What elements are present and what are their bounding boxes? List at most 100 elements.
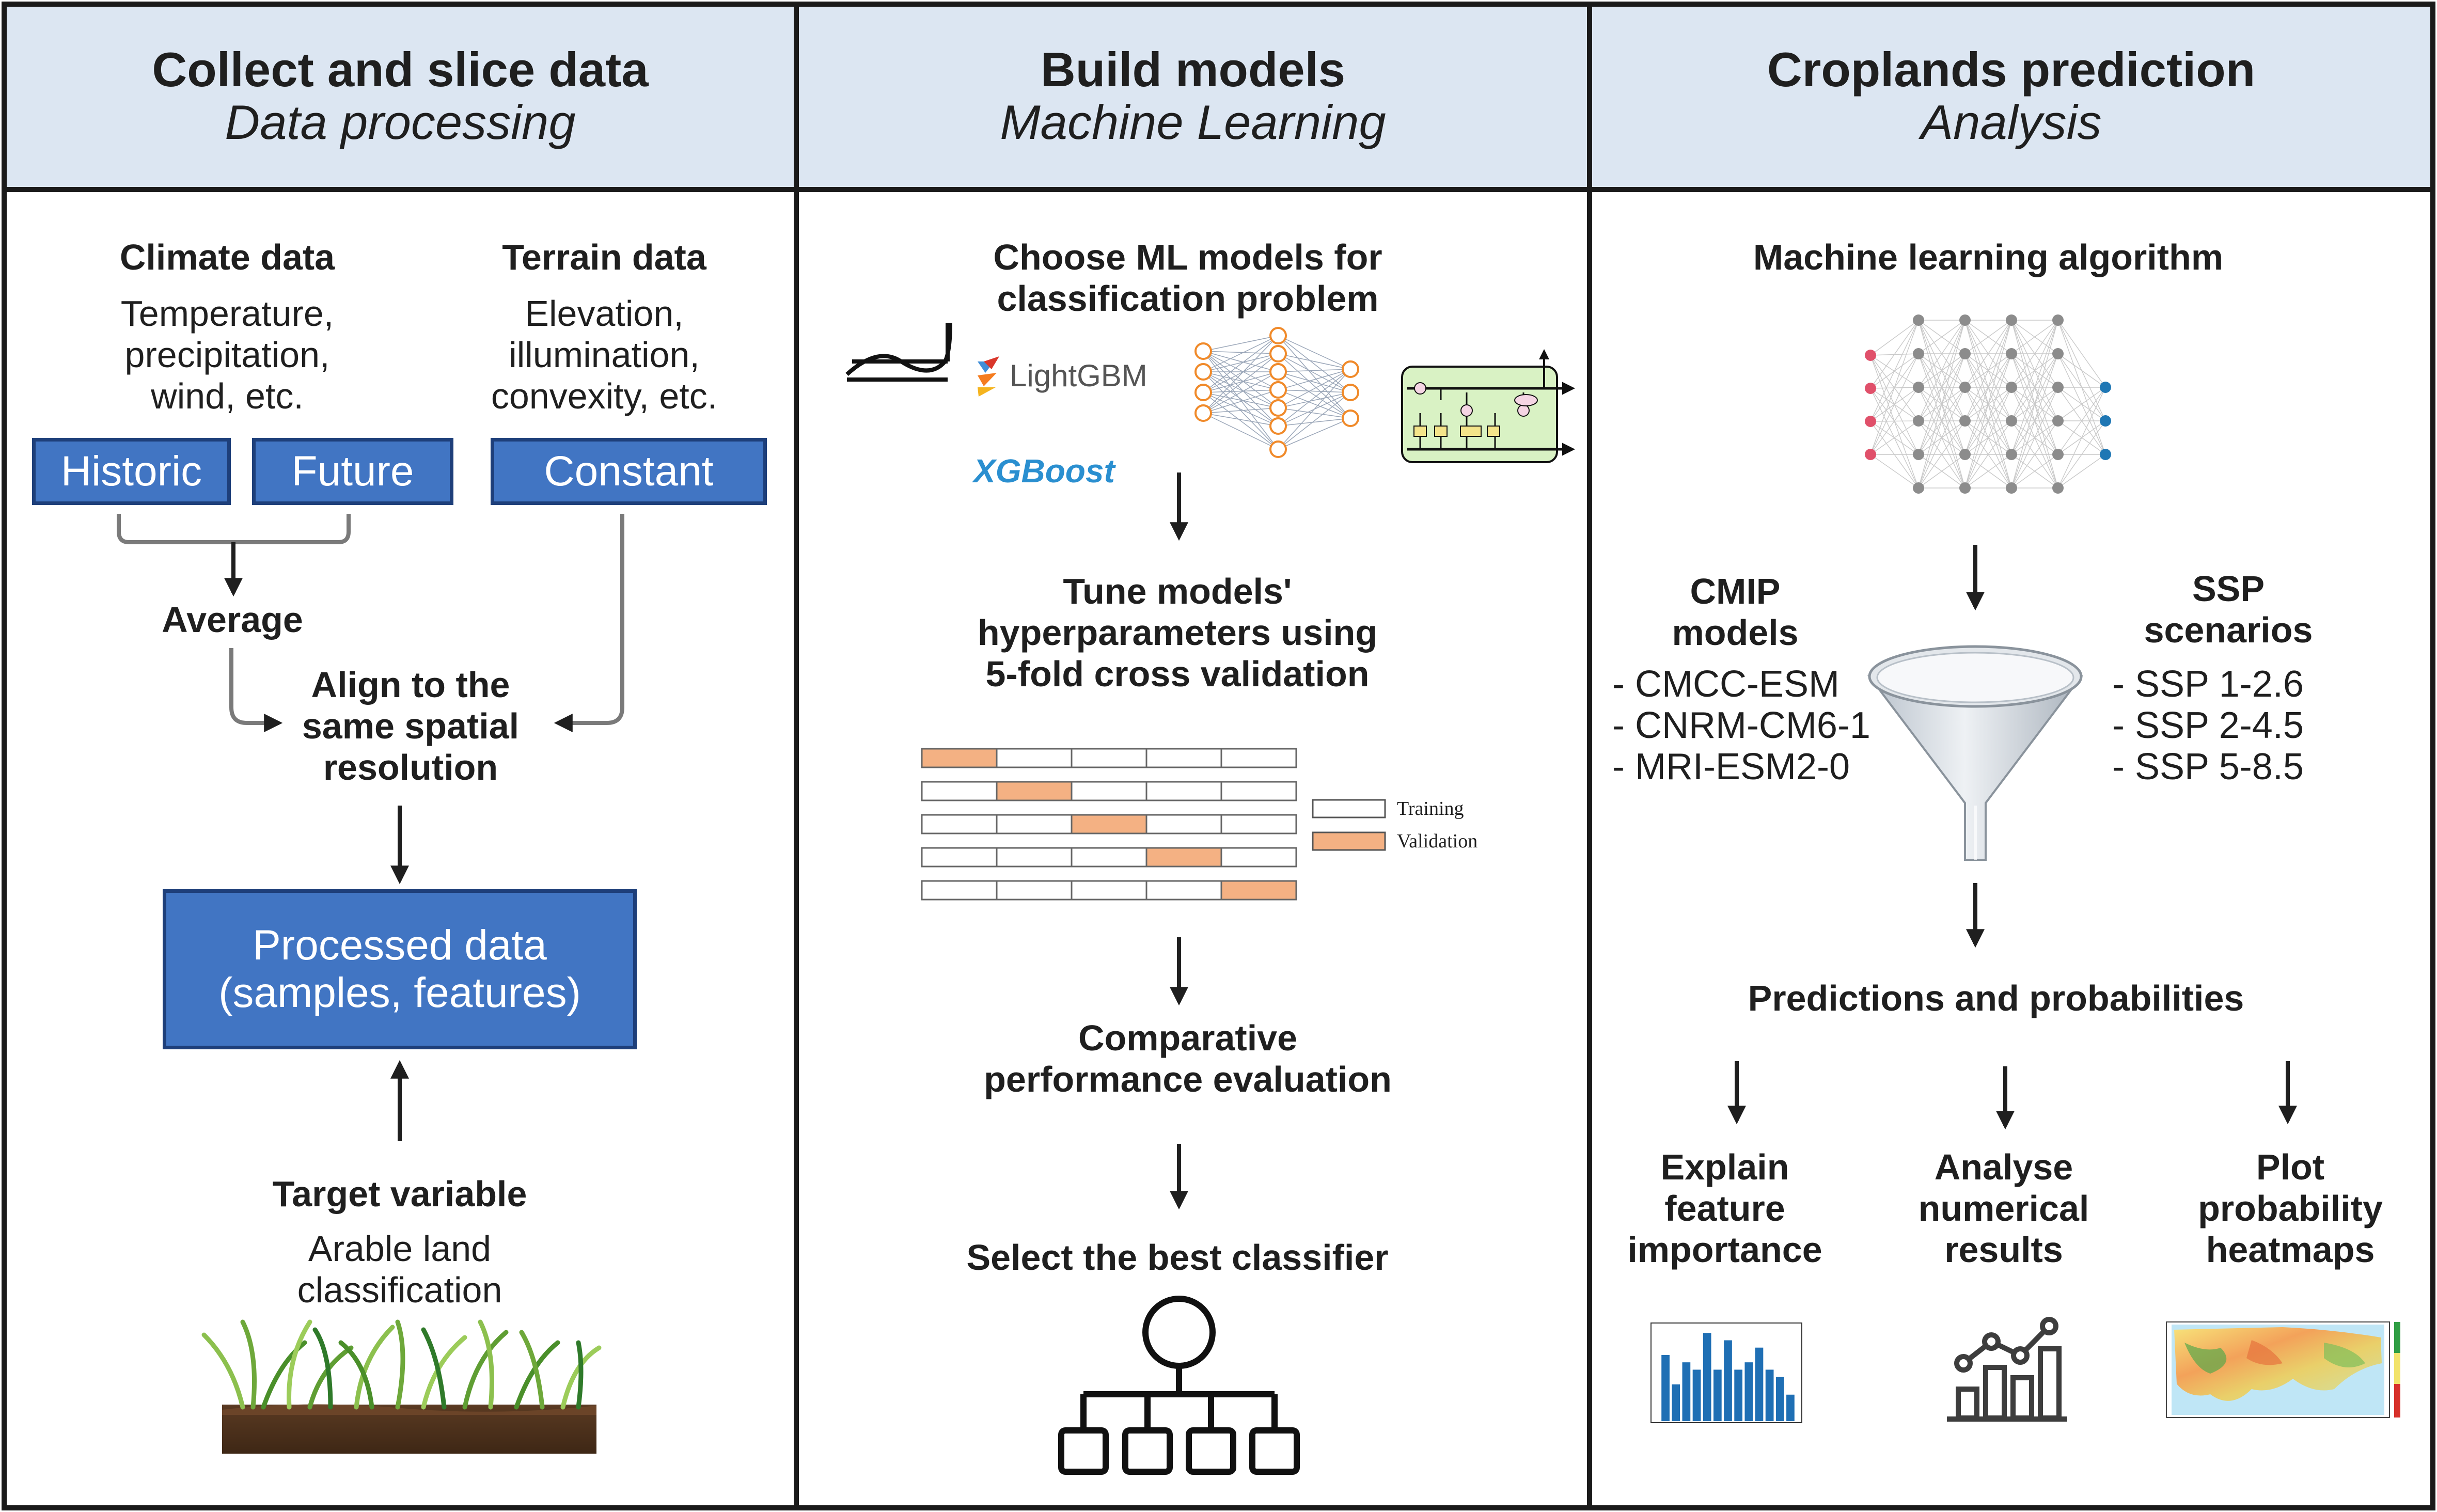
target-line-1: Arable land: [308, 1228, 492, 1269]
nn-edge: [1203, 392, 1279, 408]
cv-training-fold: [996, 814, 1073, 834]
dnn-node: [2100, 415, 2111, 427]
dnn-node: [2006, 415, 2017, 427]
cv-training-fold: [1145, 748, 1222, 768]
nn-edge: [1203, 413, 1279, 450]
cmip-title-line-1: CMIP: [1690, 571, 1781, 611]
nn-node: [1342, 360, 1359, 378]
cv-training-fold: [921, 880, 998, 901]
nn-edge: [1203, 371, 1279, 393]
dnn-node: [2052, 382, 2064, 393]
plot-line-1: Plot: [2256, 1147, 2325, 1187]
dnn-edge: [2011, 320, 2058, 455]
column-3-title: Croplands prediction: [1767, 42, 2256, 97]
deep-neural-network-icon: [1865, 314, 2111, 494]
grass-soil-illustration: [201, 1319, 602, 1454]
processed-line-2: (samples, features): [218, 969, 581, 1016]
feature-importance-bar: [1672, 1384, 1680, 1421]
nn-node: [1269, 345, 1287, 363]
historic-future-bracket: [117, 514, 351, 544]
dnn-node: [2100, 449, 2111, 460]
dnn-node: [1959, 415, 1971, 427]
nn-node: [1342, 384, 1359, 401]
compare-line-2: performance evaluation: [984, 1059, 1392, 1099]
nn-edge: [1203, 371, 1279, 427]
nn-node: [1194, 342, 1212, 360]
cmip-item-1: - CMCC-ESM: [1612, 664, 1839, 705]
cv-training-fold: [1145, 880, 1222, 901]
dnn-node: [2100, 382, 2111, 393]
dnn-node: [2052, 314, 2064, 326]
cmip-item-2: - CNRM-CM6-1: [1612, 705, 1870, 746]
nn-edge: [1278, 335, 1351, 370]
cv-training-fold: [921, 781, 998, 801]
dnn-edge: [1964, 353, 2012, 489]
cmip-item-3: - MRI-ESM2-0: [1612, 746, 1850, 788]
cv-validation-fold: [1220, 880, 1297, 901]
dnn-edge: [1918, 320, 1966, 489]
terrain-data-line-3: convexity, etc.: [491, 376, 718, 416]
ssp-item-2: - SSP 2-4.5: [2112, 705, 2304, 746]
nn-node: [1269, 381, 1287, 399]
dnn-node: [1913, 449, 1924, 460]
dnn-edge: [1964, 387, 2012, 489]
dnn-node: [1959, 348, 1971, 359]
nn-edge: [1278, 353, 1351, 393]
dnn-node: [2006, 449, 2017, 460]
nn-edge: [1203, 392, 1279, 450]
cv-training-fold: [1071, 847, 1147, 868]
dnn-node: [1913, 482, 1924, 494]
tune-line-1: Tune models': [1063, 571, 1292, 611]
nn-node: [1269, 327, 1287, 344]
constant-label: Constant: [544, 448, 714, 495]
nn-edge: [1203, 371, 1279, 390]
nn-edge: [1203, 335, 1279, 352]
cv-validation-fold: [921, 748, 998, 768]
nn-edge: [1278, 369, 1351, 372]
nn-edge: [1278, 353, 1351, 370]
dnn-edge: [1918, 320, 1966, 455]
lightgbm-label: LightGBM: [1010, 358, 1147, 393]
dnn-node: [1913, 382, 1924, 393]
choose-line-1: Choose ML models for: [993, 237, 1382, 277]
constant-box: Constant: [491, 438, 767, 505]
select-best-label: Select the best classifier: [966, 1237, 1389, 1278]
funnel-icon: [1867, 645, 2084, 861]
nn-edge: [1203, 389, 1279, 393]
plot-line-3: heatmaps: [2206, 1230, 2375, 1270]
header-band-1: [4, 4, 796, 190]
dnn-edge: [1870, 454, 1919, 489]
processed-line-1: Processed data: [253, 922, 547, 969]
legend-training-label: Training: [1397, 798, 1464, 820]
dnn-edge: [1964, 320, 2012, 489]
lightgbm-logo-icon: [978, 356, 999, 397]
nn-edge: [1203, 351, 1279, 390]
nn-edge: [1203, 351, 1279, 354]
cv-training-fold: [996, 847, 1073, 868]
cv-training-fold: [1220, 847, 1297, 868]
nn-edge: [1278, 407, 1351, 419]
nn-node: [1194, 384, 1212, 401]
dnn-node: [2052, 348, 2064, 359]
target-variable-title: Target variable: [272, 1174, 527, 1214]
neural-network-icon: [1194, 327, 1359, 458]
ssp-title-line-2: scenarios: [2144, 610, 2313, 650]
explain-line-2: feature: [1664, 1188, 1785, 1228]
predictions-label: Predictions and probabilities: [1748, 978, 2244, 1018]
nn-edge: [1203, 389, 1279, 414]
nn-edge: [1203, 335, 1279, 372]
feature-importance-chart: [1650, 1322, 1802, 1423]
column-1-subtitle: Data processing: [225, 95, 576, 149]
dnn-node: [2052, 449, 2064, 460]
ssp-item-3: - SSP 5-8.5: [2112, 746, 2304, 788]
nn-node: [1342, 410, 1359, 427]
historic-label: Historic: [60, 448, 202, 495]
dnn-edge: [1870, 320, 1919, 455]
nn-edge: [1278, 335, 1351, 419]
analyse-line-2: numerical: [1918, 1188, 2089, 1228]
climate-data-line-3: wind, etc.: [151, 376, 304, 416]
column-1-title: Collect and slice data: [152, 42, 649, 97]
nn-edge: [1278, 371, 1351, 419]
dnn-node: [1865, 449, 1876, 460]
dnn-edge: [1918, 420, 1966, 489]
